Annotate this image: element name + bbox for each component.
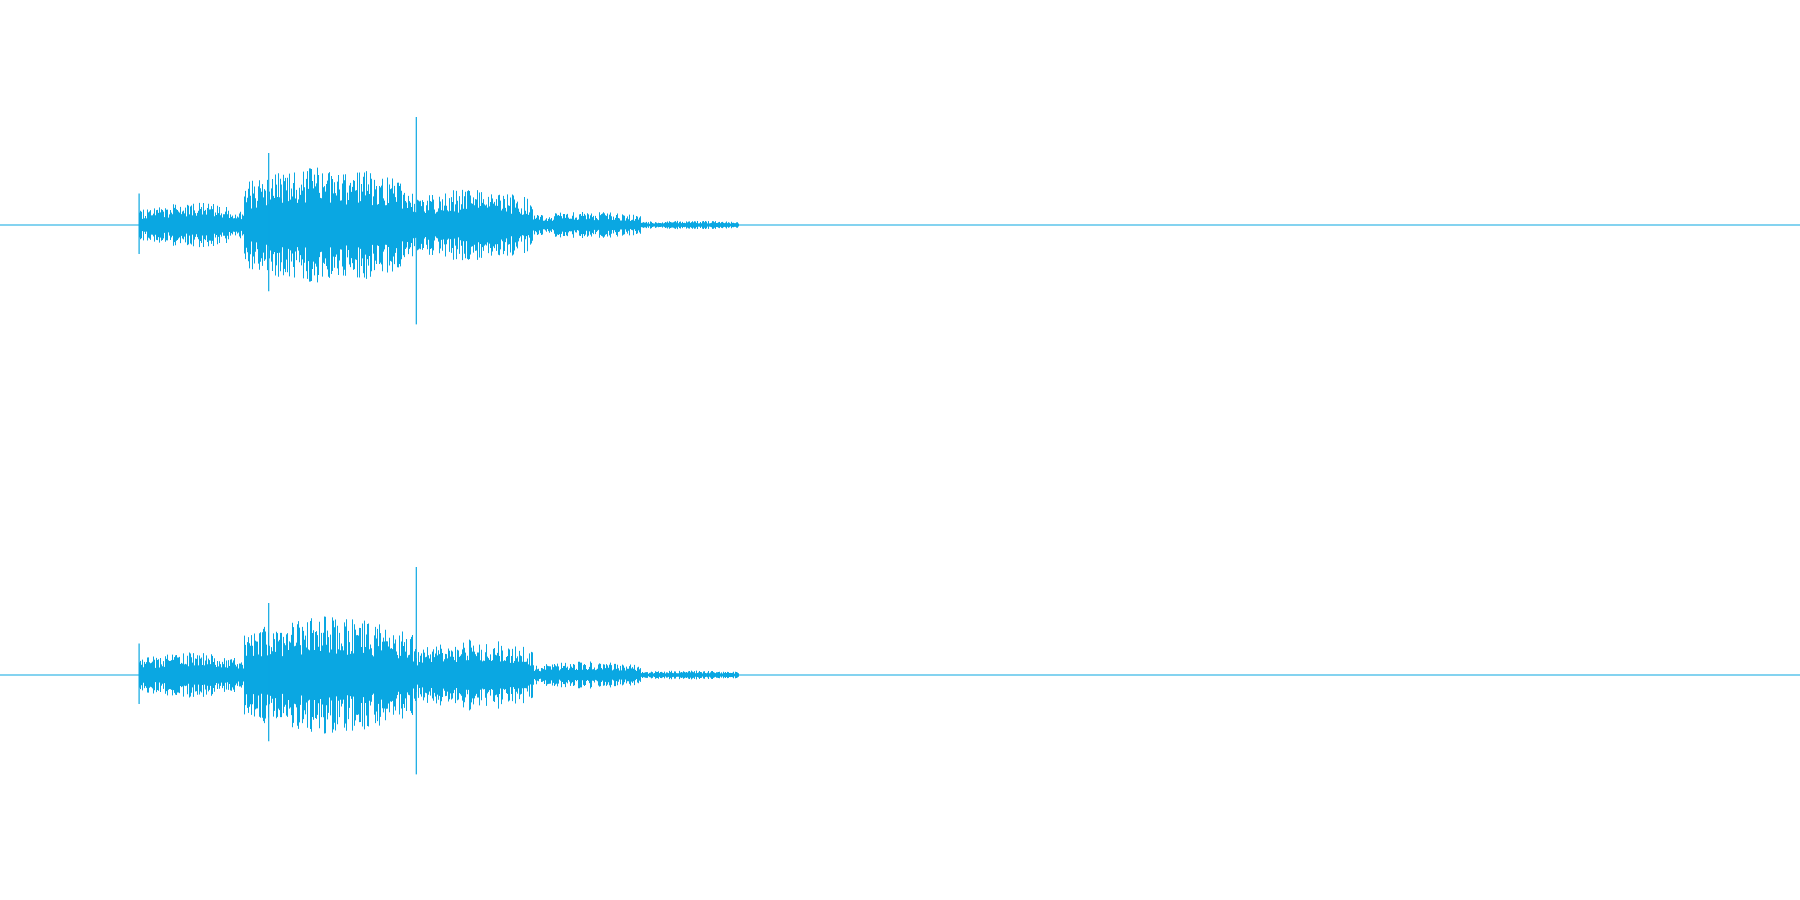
waveform-body <box>139 616 739 734</box>
waveform-channel-right <box>0 567 1800 775</box>
waveform-channel-left <box>0 117 1800 325</box>
waveform-body <box>139 167 739 283</box>
